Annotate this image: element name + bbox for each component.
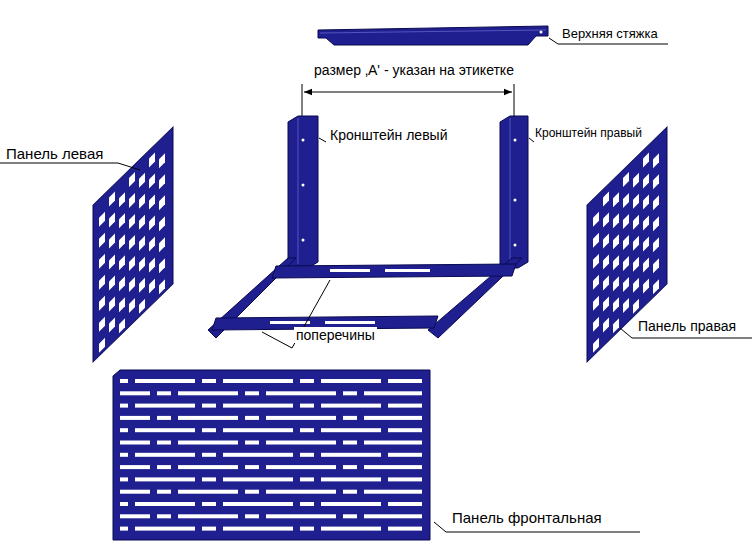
part-label: Кронштейн правый <box>533 127 644 141</box>
leader-line <box>319 138 326 142</box>
front-panel <box>113 370 430 540</box>
leader-line <box>0 163 118 164</box>
leader-line <box>632 338 752 339</box>
leader-line <box>620 328 632 338</box>
part-label: Панель фронтальная <box>450 509 604 526</box>
leader-line <box>549 38 558 44</box>
part-label: поперечины <box>294 327 377 343</box>
top-tie <box>318 26 548 45</box>
part-label: Кронштейн левый <box>328 127 449 143</box>
dimension-label: размер ‚А' - указан на этикетке <box>312 62 516 78</box>
left-panel <box>93 127 173 362</box>
leader-line <box>558 44 668 45</box>
right-bracket <box>500 116 528 268</box>
leader-line <box>446 532 640 533</box>
leader-line <box>434 522 446 532</box>
part-label: Панель левая <box>4 145 105 162</box>
base-frame <box>208 258 522 338</box>
part-label: Верхняя стяжка <box>560 27 660 42</box>
leader-line <box>118 163 140 170</box>
dimension-line <box>302 84 514 120</box>
left-bracket <box>288 116 318 268</box>
part-label: Панель правая <box>636 318 738 334</box>
leader-line <box>262 332 292 348</box>
